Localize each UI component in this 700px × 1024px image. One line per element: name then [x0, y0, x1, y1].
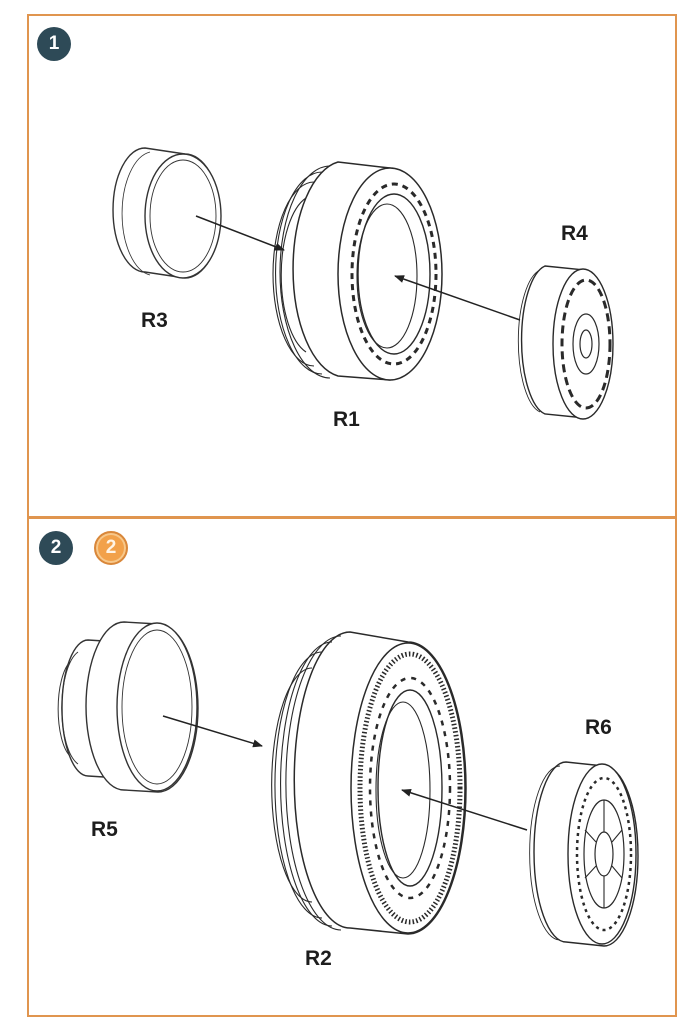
label-r2: R2 [305, 947, 332, 970]
part-r5-hub-cap [57, 621, 199, 793]
step-2-badge: 2 [39, 531, 73, 565]
part-r3-hub-cap [112, 147, 222, 279]
label-r3: R3 [141, 309, 168, 332]
label-r1: R1 [333, 408, 360, 431]
arrow-r5-to-r2 [162, 715, 263, 748]
label-r4: R4 [561, 222, 588, 245]
label-r5: R5 [91, 818, 118, 841]
step-1-badge: 1 [37, 27, 71, 61]
part-r6-wheel [529, 761, 639, 947]
part-r4-wheel [517, 265, 614, 420]
part-r1-tire [272, 161, 443, 381]
arrow-r4-to-r1 [394, 275, 521, 321]
arrow-r3-to-r1 [195, 215, 285, 251]
arrow-r6-to-r2 [401, 788, 528, 831]
part-r2-tire [271, 631, 467, 935]
step-2-alt-badge: 2 [94, 531, 128, 565]
label-r6: R6 [585, 716, 612, 739]
